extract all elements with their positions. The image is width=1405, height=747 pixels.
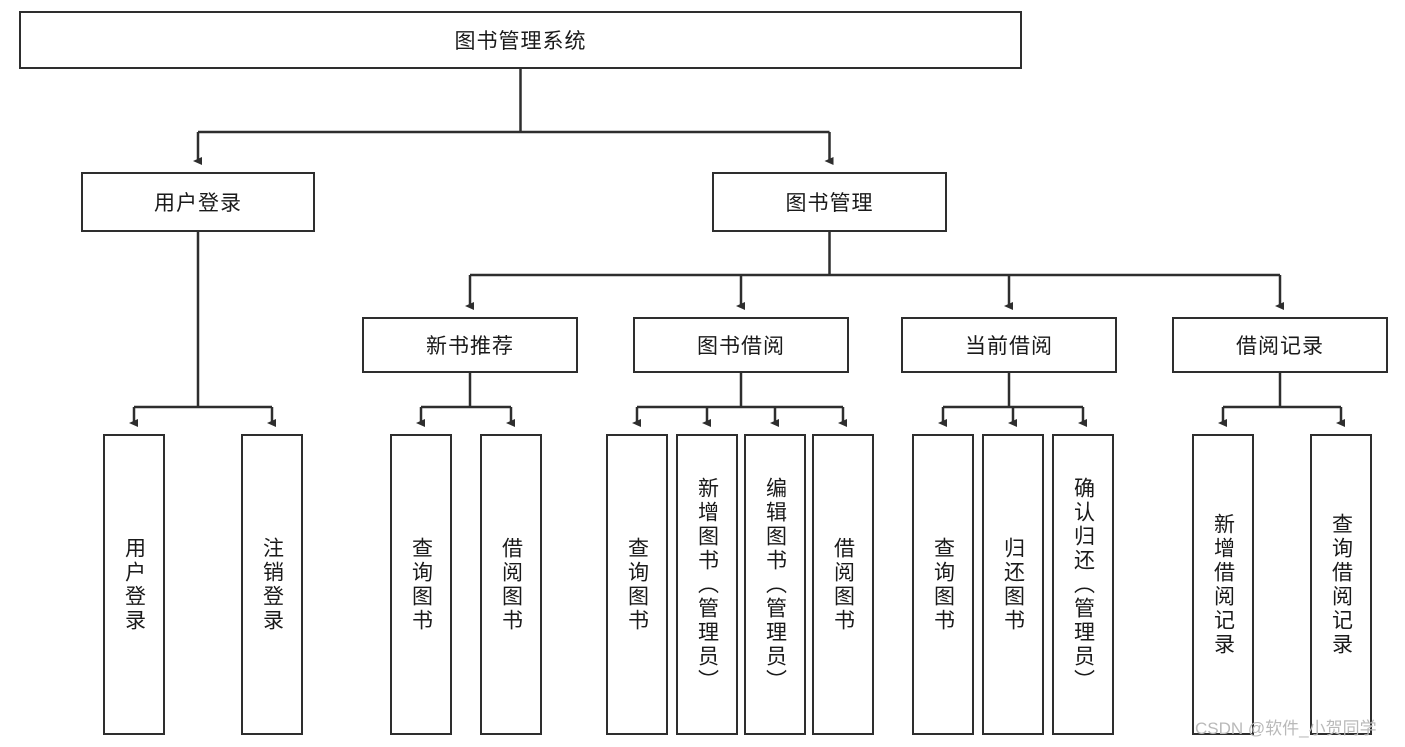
- leaf-leaf-return-book[interactable]: 归还图书: [982, 434, 1044, 735]
- node-label: 查询图书: [625, 536, 649, 633]
- node-book-borrow[interactable]: 图书借阅: [633, 317, 849, 373]
- csdn-watermark: CSDN @软件_小贺同学: [1195, 719, 1377, 738]
- leaf-leaf-edit-book[interactable]: 编辑图书（管理员）: [744, 434, 806, 735]
- node-label: 借阅图书: [499, 536, 523, 633]
- node-label: 确认归还（管理员）: [1071, 476, 1095, 693]
- node-label: 归还图书: [1001, 536, 1025, 633]
- leaf-leaf-query-book-1[interactable]: 查询图书: [390, 434, 452, 735]
- leaf-leaf-borrow-book-2[interactable]: 借阅图书: [812, 434, 874, 735]
- node-label: 图书管理: [785, 192, 874, 215]
- leaf-leaf-confirm-return[interactable]: 确认归还（管理员）: [1052, 434, 1114, 735]
- leaf-leaf-add-book[interactable]: 新增图书（管理员）: [676, 434, 738, 735]
- node-current-borrow[interactable]: 当前借阅: [901, 317, 1117, 373]
- node-label: 借阅图书: [831, 536, 855, 633]
- node-label: 新书推荐: [426, 335, 514, 358]
- leaf-leaf-query-book-3[interactable]: 查询图书: [912, 434, 974, 735]
- node-label: 图书借阅: [697, 335, 785, 358]
- node-label: 借阅记录: [1236, 335, 1324, 358]
- node-label: 新增图书（管理员）: [695, 476, 719, 693]
- node-label: 当前借阅: [965, 335, 1053, 358]
- node-label: 注销登录: [260, 536, 284, 633]
- root-node-root[interactable]: 图书管理系统: [19, 11, 1022, 69]
- node-label: 图书管理系统: [454, 30, 587, 53]
- leaf-leaf-borrow-book-1[interactable]: 借阅图书: [480, 434, 542, 735]
- node-book-management[interactable]: 图书管理: [712, 172, 947, 232]
- leaf-leaf-user-logout[interactable]: 注销登录: [241, 434, 303, 735]
- node-label: 用户登录: [122, 536, 146, 633]
- node-label: 新增借阅记录: [1211, 512, 1235, 657]
- leaf-leaf-query-record[interactable]: 查询借阅记录: [1310, 434, 1372, 735]
- leaf-leaf-user-login[interactable]: 用户登录: [103, 434, 165, 735]
- node-label: 查询图书: [931, 536, 955, 633]
- leaf-leaf-query-book-2[interactable]: 查询图书: [606, 434, 668, 735]
- node-user-login[interactable]: 用户登录: [81, 172, 315, 232]
- node-label: 查询图书: [409, 536, 433, 633]
- node-label: 编辑图书（管理员）: [763, 476, 787, 693]
- node-label: 用户登录: [154, 192, 242, 215]
- node-borrow-record[interactable]: 借阅记录: [1172, 317, 1388, 373]
- node-label: 查询借阅记录: [1329, 512, 1353, 657]
- node-new-book-recommend[interactable]: 新书推荐: [362, 317, 578, 373]
- leaf-leaf-add-record[interactable]: 新增借阅记录: [1192, 434, 1254, 735]
